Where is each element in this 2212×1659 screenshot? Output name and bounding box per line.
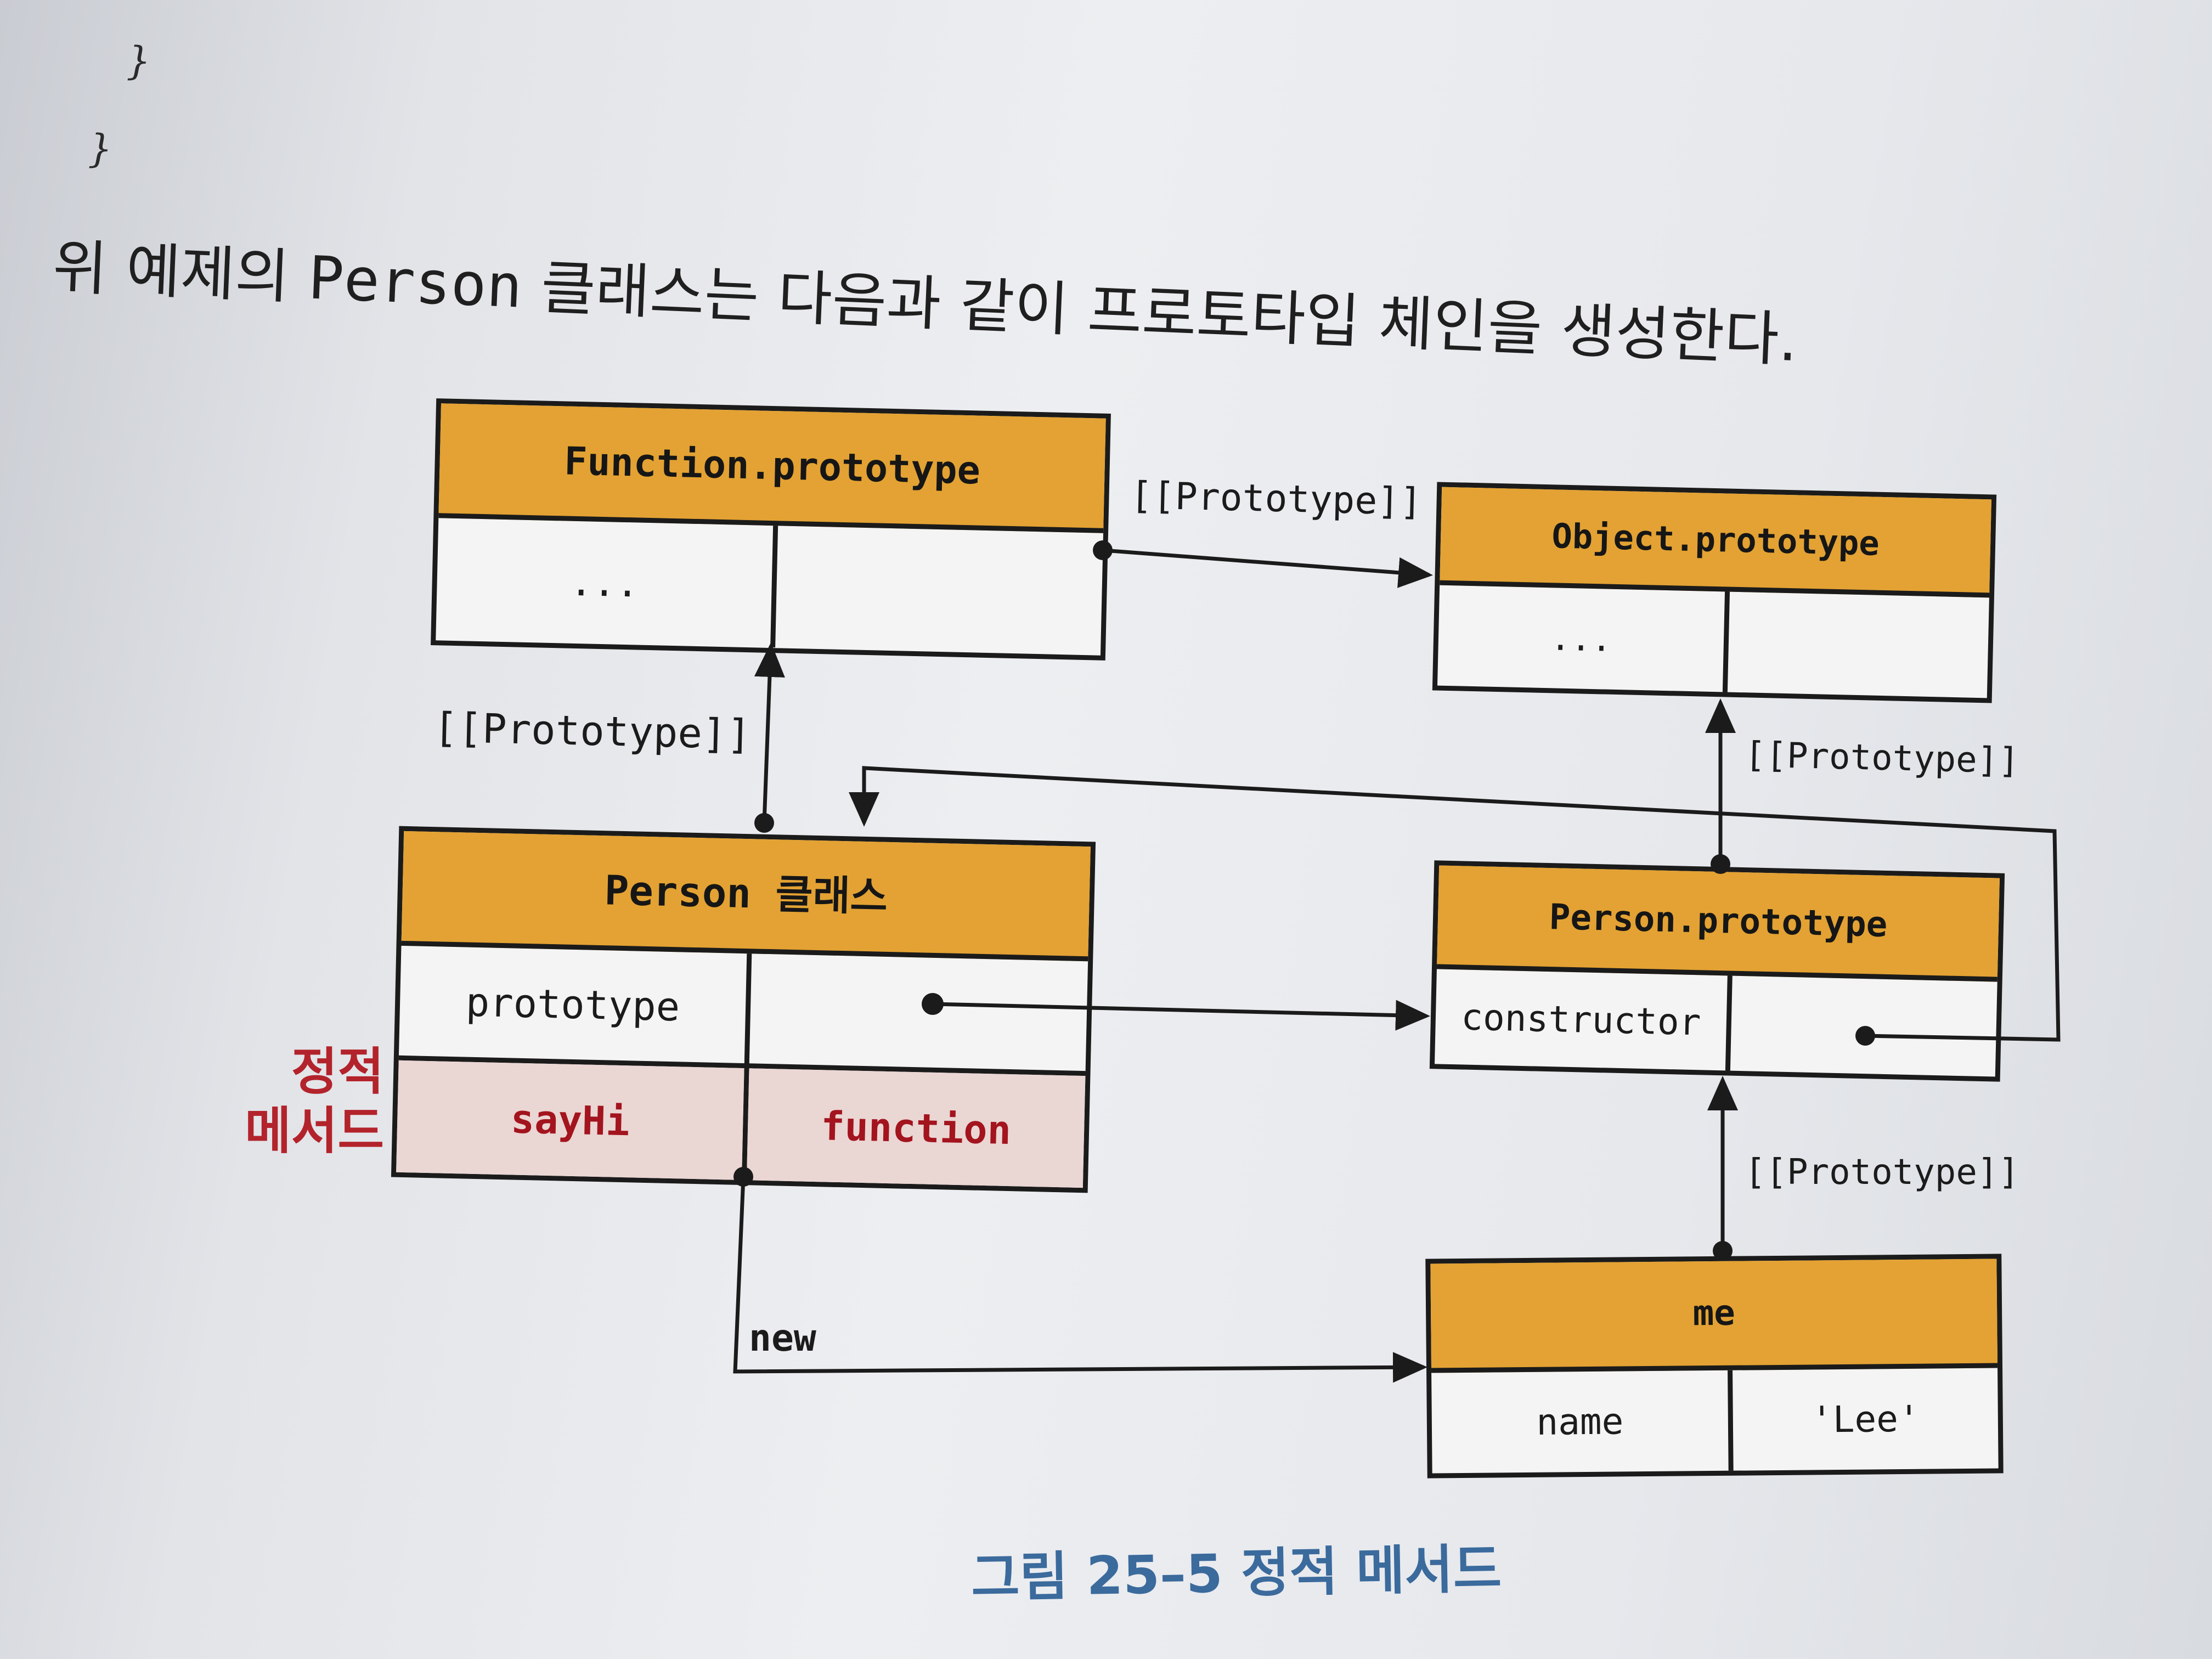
static-method-label: 정적 메서드 bbox=[219, 1042, 384, 1161]
static-method-label-line-1: 정적 bbox=[291, 1042, 384, 1101]
code-brace-outer: } bbox=[88, 126, 112, 171]
figure-caption: 그림 25–5 정적 메서드 bbox=[970, 1538, 1502, 1609]
label-new: new bbox=[749, 1317, 816, 1360]
edge-prototype-to-pp bbox=[932, 1000, 1430, 1031]
edge-fn-to-obj bbox=[1102, 548, 1433, 588]
edge-constructor-to-class bbox=[849, 766, 2061, 1042]
edge-new bbox=[733, 1176, 1427, 1383]
static-method-label-line-2: 메서드 bbox=[245, 1102, 384, 1160]
edge-class-to-fn bbox=[754, 642, 785, 823]
label-fn-to-obj: [[Prototype]] bbox=[1130, 473, 1423, 524]
label-pp-to-obj: [[Prototype]] bbox=[1744, 735, 2020, 782]
label-class-to-fn: [[Prototype]] bbox=[433, 704, 752, 759]
label-me-to-pp: [[Prototype]] bbox=[1745, 1152, 2019, 1193]
code-brace-inner: } bbox=[126, 38, 151, 83]
